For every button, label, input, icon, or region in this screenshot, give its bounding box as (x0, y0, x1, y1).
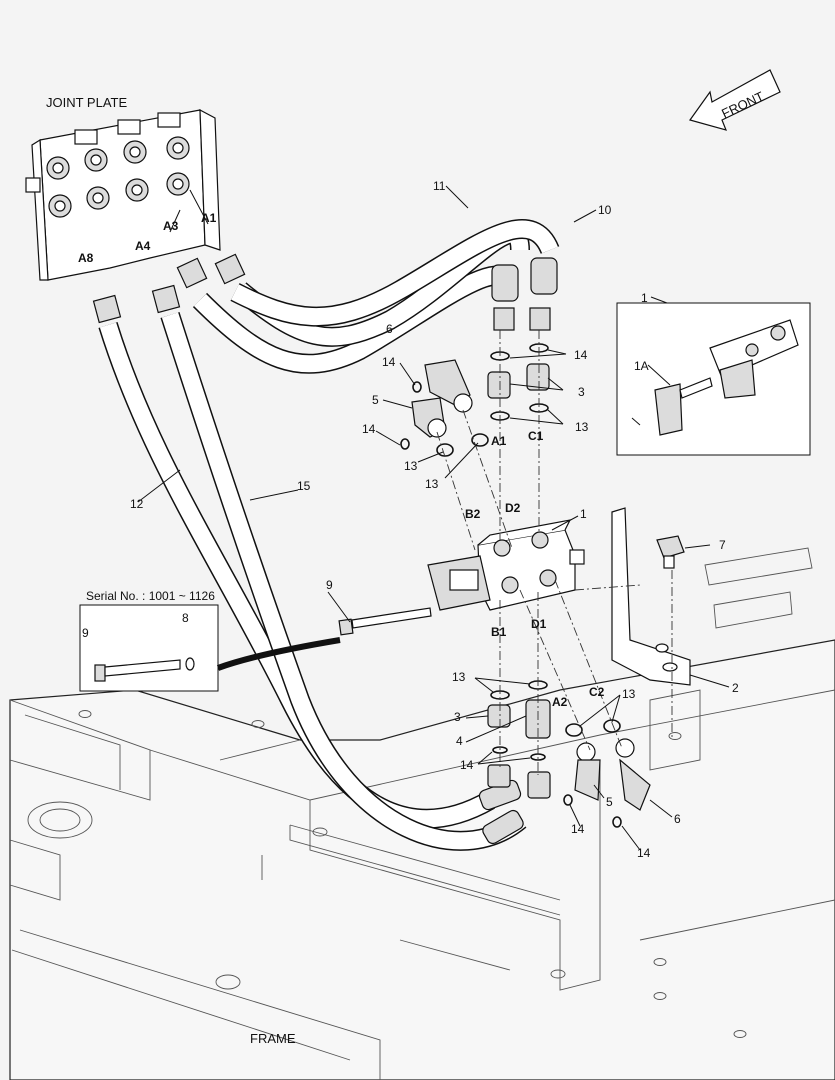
bolt-7 (656, 535, 685, 569)
callout-1a: 1A (634, 359, 649, 373)
port-b1: B1 (491, 625, 507, 639)
selector-valve (427, 519, 585, 611)
hose-12 (98, 322, 495, 829)
port-d2: D2 (505, 501, 521, 515)
callout-13-e: 13 (622, 687, 636, 701)
callout-14-d: 14 (460, 758, 474, 772)
callout-12: 12 (130, 497, 144, 511)
joint-plate-fittings (46, 112, 190, 218)
hose-15 (160, 311, 527, 851)
frame-label: FRAME (250, 1031, 296, 1046)
port-d1: D1 (531, 617, 547, 631)
callout-14-c: 14 (574, 348, 588, 362)
joint-plate-label: JOINT PLATE (46, 95, 127, 110)
callout-1-valve: 1 (580, 507, 587, 521)
front-arrow-icon (689, 69, 781, 131)
callout-6-lower: 6 (674, 812, 681, 826)
port-a1-valve: A1 (491, 434, 507, 448)
callout-14-e: 14 (571, 822, 585, 836)
callout-13-c: 13 (575, 420, 589, 434)
callout-3-lower: 3 (454, 710, 461, 724)
callout-5-lower: 5 (606, 795, 613, 809)
joint-plate (25, 108, 221, 281)
callout-3-upper: 3 (578, 385, 585, 399)
elbow-5-lower (574, 742, 601, 801)
port-a1-joint: A1 (201, 211, 217, 225)
callout-13-d: 13 (452, 670, 466, 684)
callout-2: 2 (732, 681, 739, 695)
callout-15: 15 (297, 479, 311, 493)
callout-13-a: 13 (404, 459, 418, 473)
callout-9-main: 9 (326, 578, 333, 592)
centerlines (436, 330, 673, 775)
port-c1: C1 (528, 429, 544, 443)
port-a4: A4 (135, 239, 151, 253)
valve-inset (616, 302, 811, 456)
port-b2: B2 (465, 507, 481, 521)
port-a2: A2 (552, 695, 568, 709)
bolt-9 (338, 607, 432, 636)
leader-lines (137, 185, 730, 851)
callout-4: 4 (456, 734, 463, 748)
bracket-2 (611, 507, 691, 686)
elbow-5-upper (411, 397, 447, 438)
callout-14-f: 14 (637, 846, 651, 860)
callout-8: 8 (182, 611, 189, 625)
callout-14-b: 14 (362, 422, 376, 436)
elbow-6-upper (424, 359, 473, 413)
callout-5-upper: 5 (372, 393, 379, 407)
callout-13-b: 13 (425, 477, 439, 491)
hose-fittings-upper (92, 253, 558, 845)
callout-9-inset: 9 (82, 626, 89, 640)
port-c2: C2 (589, 685, 605, 699)
callout-7: 7 (719, 538, 726, 552)
port-a3: A3 (163, 219, 179, 233)
callout-1-inset: 1 (641, 291, 648, 305)
callout-14-a: 14 (382, 355, 396, 369)
hose-10 (230, 219, 560, 327)
port-a8: A8 (78, 251, 94, 265)
serial-label: Serial No. : 1001 ~ 1126 (86, 589, 215, 603)
serial-inset (79, 604, 341, 692)
callout-6-upper: 6 (386, 322, 393, 336)
callout-10: 10 (598, 203, 612, 217)
callout-11: 11 (433, 179, 446, 193)
